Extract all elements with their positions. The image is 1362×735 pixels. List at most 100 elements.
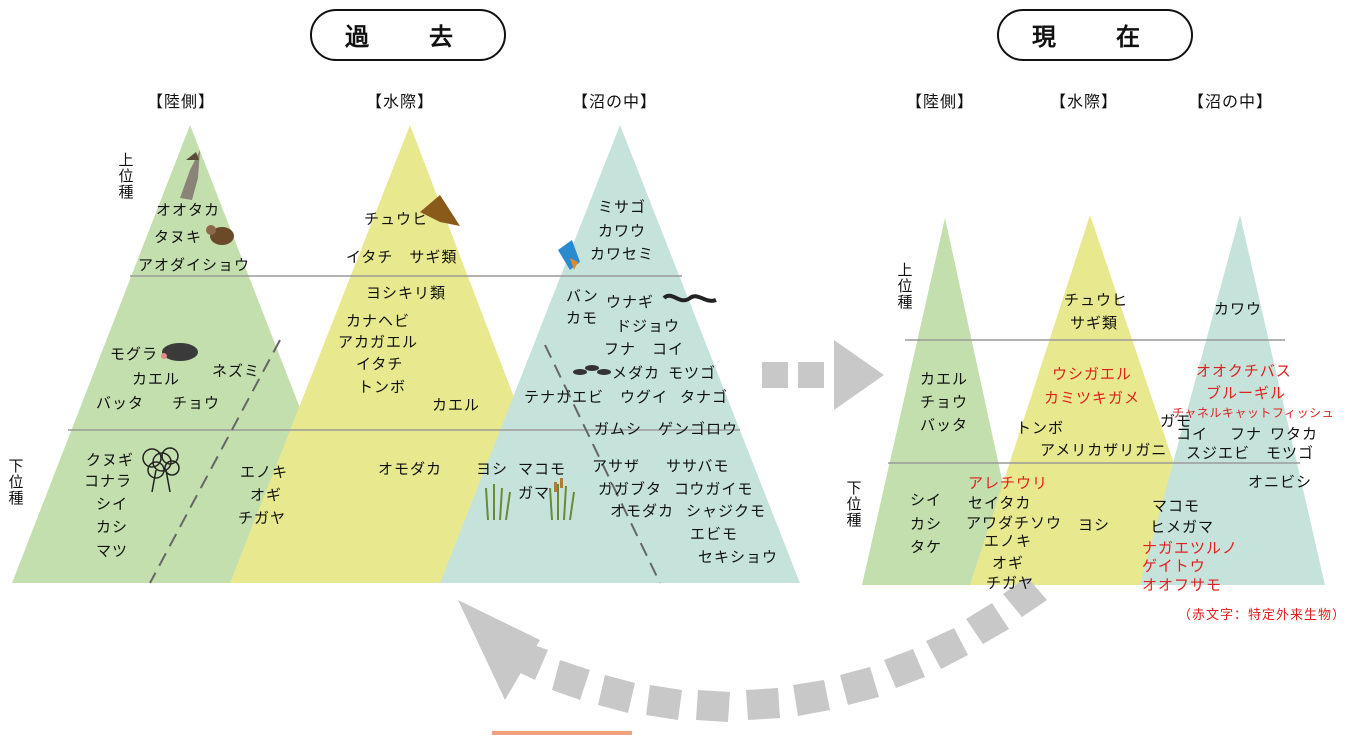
species-label: ウナギ: [606, 293, 655, 311]
species-label: スジエビ: [1186, 444, 1251, 462]
past-header-land: 【陸側】: [147, 92, 216, 111]
past-marsh-pyramid: [440, 125, 800, 583]
tree-icon: [142, 447, 180, 493]
species-label: タナゴ: [680, 388, 729, 406]
species-label: トンボ: [1016, 419, 1065, 437]
species-label: カワセミ: [590, 245, 655, 263]
species-label: バン: [566, 287, 599, 305]
species-label: セキショウ: [698, 548, 779, 566]
species-label: シイ: [96, 495, 129, 513]
present-axis-lower: 下位種: [846, 479, 862, 529]
species-label: コイ: [1176, 425, 1209, 443]
species-label: モツゴ: [668, 364, 717, 382]
species-label: メダカ: [612, 364, 661, 382]
species-label: タケ: [910, 538, 943, 556]
species-label: アカガエル: [338, 333, 419, 351]
species-label: ササバモ: [666, 457, 730, 475]
species-label: ゲンゴロウ: [658, 420, 739, 438]
species-label: オモダカ: [378, 460, 443, 478]
species-label: チガヤ: [238, 509, 287, 527]
species-label: コウガイモ: [674, 480, 754, 498]
species-label: カシ: [910, 515, 943, 533]
medaka-icon: [573, 365, 611, 375]
species-label: カワウ: [598, 222, 647, 240]
past-divider-land: [149, 339, 281, 584]
species-label: ガガブタ: [598, 480, 663, 498]
invasive-species-label: ナガエツルノ: [1142, 539, 1239, 557]
past-title: 過 去: [310, 9, 506, 61]
species-label: ガモ: [1160, 412, 1193, 430]
species-label: タヌキ: [154, 228, 203, 246]
species-label: カエル: [432, 396, 481, 414]
reed-icon: [485, 484, 575, 521]
species-label: ヨシキリ類: [366, 284, 447, 302]
species-label: チョウ: [172, 394, 221, 412]
present-water-edge-pyramid: [970, 215, 1215, 585]
species-label: ヨシ: [476, 460, 509, 478]
invasive-species-label: オオフサモ: [1142, 576, 1223, 594]
species-label: クヌギ: [86, 451, 135, 469]
species-label: チュウヒ: [364, 210, 429, 228]
species-label: ヒメガマ: [1150, 518, 1215, 536]
cattail-head-icon: [554, 478, 563, 492]
species-label: ヨシ: [1078, 516, 1111, 534]
species-label: オオタカ: [156, 201, 221, 219]
present-marsh-pyramid: [1140, 215, 1325, 585]
species-label: オモダカ: [610, 502, 675, 520]
species-label: アワダチソウ: [966, 514, 1063, 532]
species-label: ミサゴ: [598, 198, 647, 216]
eel-icon: [662, 293, 717, 303]
invasive-species-label: アレチウリ: [968, 474, 1049, 492]
invasive-species-label: オオクチバス: [1196, 362, 1292, 380]
species-label: チガヤ: [986, 574, 1035, 592]
invasive-species-label: カミツキガメ: [1044, 389, 1141, 407]
species-label: アオダイショウ: [138, 256, 251, 274]
invasive-species-label: ウシガエル: [1052, 365, 1133, 383]
species-label: エノキ: [984, 532, 1033, 550]
past-header-water-edge: 【水際】: [366, 92, 435, 111]
raccoon-dog-icon: [206, 225, 234, 245]
species-label: ネズミ: [212, 362, 261, 380]
species-label: ドジョウ: [616, 317, 681, 335]
species-label: マツ: [96, 542, 129, 560]
present-title: 現 在: [997, 9, 1193, 61]
species-label: ウグイ: [620, 388, 669, 406]
present-header-marsh: 【沼の中】: [1188, 92, 1274, 111]
species-label: シャジクモ: [686, 502, 767, 520]
mole-icon: [161, 343, 198, 361]
species-label: エビモ: [690, 525, 739, 543]
present-header-water-edge: 【水際】: [1050, 92, 1119, 111]
species-label: モツゴ: [1266, 444, 1315, 462]
arrow-right-icon: [762, 340, 884, 410]
species-label: セイタカ: [968, 494, 1032, 512]
invasive-legend-note: （赤文字：特定外来生物）: [1178, 608, 1347, 623]
invasive-species-label: ブルーギル: [1206, 384, 1287, 402]
species-label: オギ: [992, 554, 1025, 572]
species-label: モグラ: [110, 345, 159, 363]
species-label: マコモ: [1152, 497, 1201, 515]
past-divider-marsh: [544, 344, 661, 584]
present-axis-upper: 上位種: [897, 261, 913, 311]
past-header-marsh: 【沼の中】: [572, 92, 658, 111]
species-label: アメリカザリガニ: [1040, 441, 1168, 459]
species-label: カモ: [566, 309, 599, 327]
kingfisher-icon: [558, 240, 580, 270]
species-label: ワタカ: [1270, 425, 1319, 443]
species-label: オギ: [250, 486, 283, 504]
species-label: チュウヒ: [1064, 291, 1129, 309]
species-label: バッタ: [920, 416, 969, 434]
species-label: テナガエビ: [524, 388, 605, 406]
species-label: アサザ: [592, 457, 641, 475]
species-label: フナ: [1230, 425, 1263, 443]
species-label: フナ コイ: [604, 340, 685, 358]
species-label: ガムシ: [594, 420, 643, 438]
curved-return-arrow-icon: [458, 577, 1047, 722]
species-label: カエル: [132, 370, 181, 388]
species-label: イタチ サギ類: [346, 248, 458, 266]
species-label: ガマ: [518, 484, 551, 502]
species-label: コナラ: [84, 472, 133, 490]
species-label: オニビシ: [1248, 473, 1313, 491]
species-label: バッタ: [96, 394, 145, 412]
species-label: マコモ: [518, 460, 567, 478]
